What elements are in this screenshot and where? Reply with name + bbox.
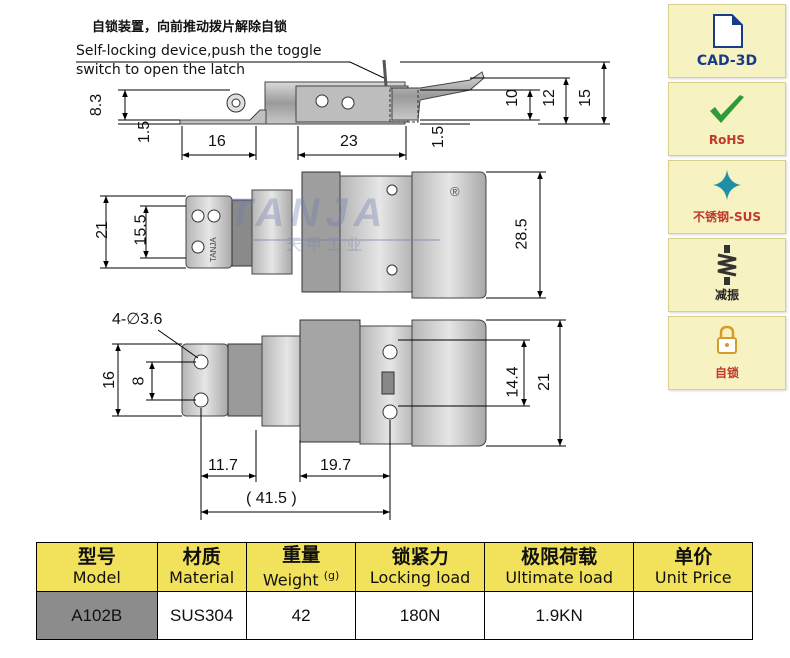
dim-28-5: 28.5 <box>513 218 531 250</box>
tanja-watermark: TANJA 天甲工业 <box>228 191 440 254</box>
dim-12: 12 <box>540 89 558 107</box>
padlock-icon <box>717 325 737 354</box>
note-chinese: 自锁装置，向前推动拨片解除自锁 <box>92 20 288 35</box>
header-locking-load: 锁紧力 Locking load <box>355 542 485 592</box>
dim-41-5: ( 41.5 ) <box>246 490 297 507</box>
dim-1-5-left: 1.5 <box>136 120 154 144</box>
top-view-dimensions <box>100 171 546 299</box>
dim-16-bottom: 16 <box>100 371 118 389</box>
dim-11-7: 11.7 <box>208 457 238 474</box>
dim-15-5: 15.5 <box>132 214 150 246</box>
sparkle-icon <box>713 170 741 200</box>
table-row: A102B SUS304 42 180N 1.9KN <box>36 591 753 640</box>
table-header-row: 型号 Model 材质 Material 重量 Weight (g) 锁紧力 L… <box>36 542 753 592</box>
sidebar-item-self-lock[interactable]: 自锁 <box>668 316 786 390</box>
header-ultimate-load: 极限荷载 Ultimate load <box>483 542 635 592</box>
registered-mark: ® <box>450 184 460 199</box>
side-view-dimensions <box>118 61 610 160</box>
sidebar-item-cad-3d[interactable]: CAD-3D <box>668 4 786 78</box>
sidebar-label-self-lock: 自锁 <box>714 366 739 380</box>
dim-8: 8 <box>130 376 148 386</box>
note-english-line1: Self-locking device,push the toggle <box>76 43 322 59</box>
bottom-view <box>181 319 487 447</box>
sidebar-item-sus[interactable]: 不锈钢-SUS <box>668 160 786 234</box>
svg-text:天甲工业: 天甲工业 <box>286 235 366 254</box>
sidebar-item-rohs[interactable]: RoHS <box>668 82 786 156</box>
spec-table: 型号 Model 材质 Material 重量 Weight (g) 锁紧力 L… <box>36 542 753 640</box>
technical-drawing: TANJA 天甲工业 ® TANJA <box>76 59 610 520</box>
header-weight: 重量 Weight (g) <box>245 542 357 592</box>
spring-icon <box>717 245 737 285</box>
dim-21-bottom: 21 <box>535 373 553 391</box>
document-icon <box>713 14 743 48</box>
side-view <box>179 59 485 125</box>
dim-hole: 4-∅3.6 <box>112 311 163 328</box>
dim-16-side: 16 <box>208 133 226 150</box>
note-english-line2: switch to open the latch <box>76 62 245 78</box>
sidebar-label-sus: 不锈钢-SUS <box>692 210 761 224</box>
sidebar-item-damping[interactable]: 减振 <box>668 238 786 312</box>
header-unit-price: 单价 Unit Price <box>633 542 753 592</box>
header-material: 材质 Material <box>156 542 247 592</box>
header-model: 型号 Model <box>36 542 158 592</box>
cell-ultimate-load: 1.9KN <box>483 591 635 640</box>
sidebar-label-rohs: RoHS <box>708 133 746 147</box>
cell-model: A102B <box>36 591 158 640</box>
tanja-stamp: TANJA <box>209 237 218 262</box>
cell-weight: 42 <box>245 591 357 640</box>
cell-locking-load: 180N <box>355 591 485 640</box>
top-view <box>185 171 487 299</box>
sidebar-label-damping: 减振 <box>714 288 739 302</box>
dim-1-5-right: 1.5 <box>430 125 448 149</box>
dim-23: 23 <box>340 133 358 150</box>
dim-15: 15 <box>576 89 594 107</box>
dim-8-3: 8.3 <box>88 93 106 117</box>
sidebar-label-cad-3d: CAD-3D <box>696 53 758 69</box>
dim-14-4: 14.4 <box>504 366 522 398</box>
dim-19-7: 19.7 <box>320 457 352 474</box>
svg-text:TANJA: TANJA <box>228 191 388 235</box>
bottom-view-dimensions <box>112 319 566 520</box>
cell-unit-price <box>633 591 753 640</box>
dim-21-top: 21 <box>93 221 111 239</box>
cell-material: SUS304 <box>156 591 247 640</box>
dim-10: 10 <box>503 89 521 107</box>
checkmark-icon <box>710 95 744 123</box>
note-leader-line <box>76 61 385 79</box>
